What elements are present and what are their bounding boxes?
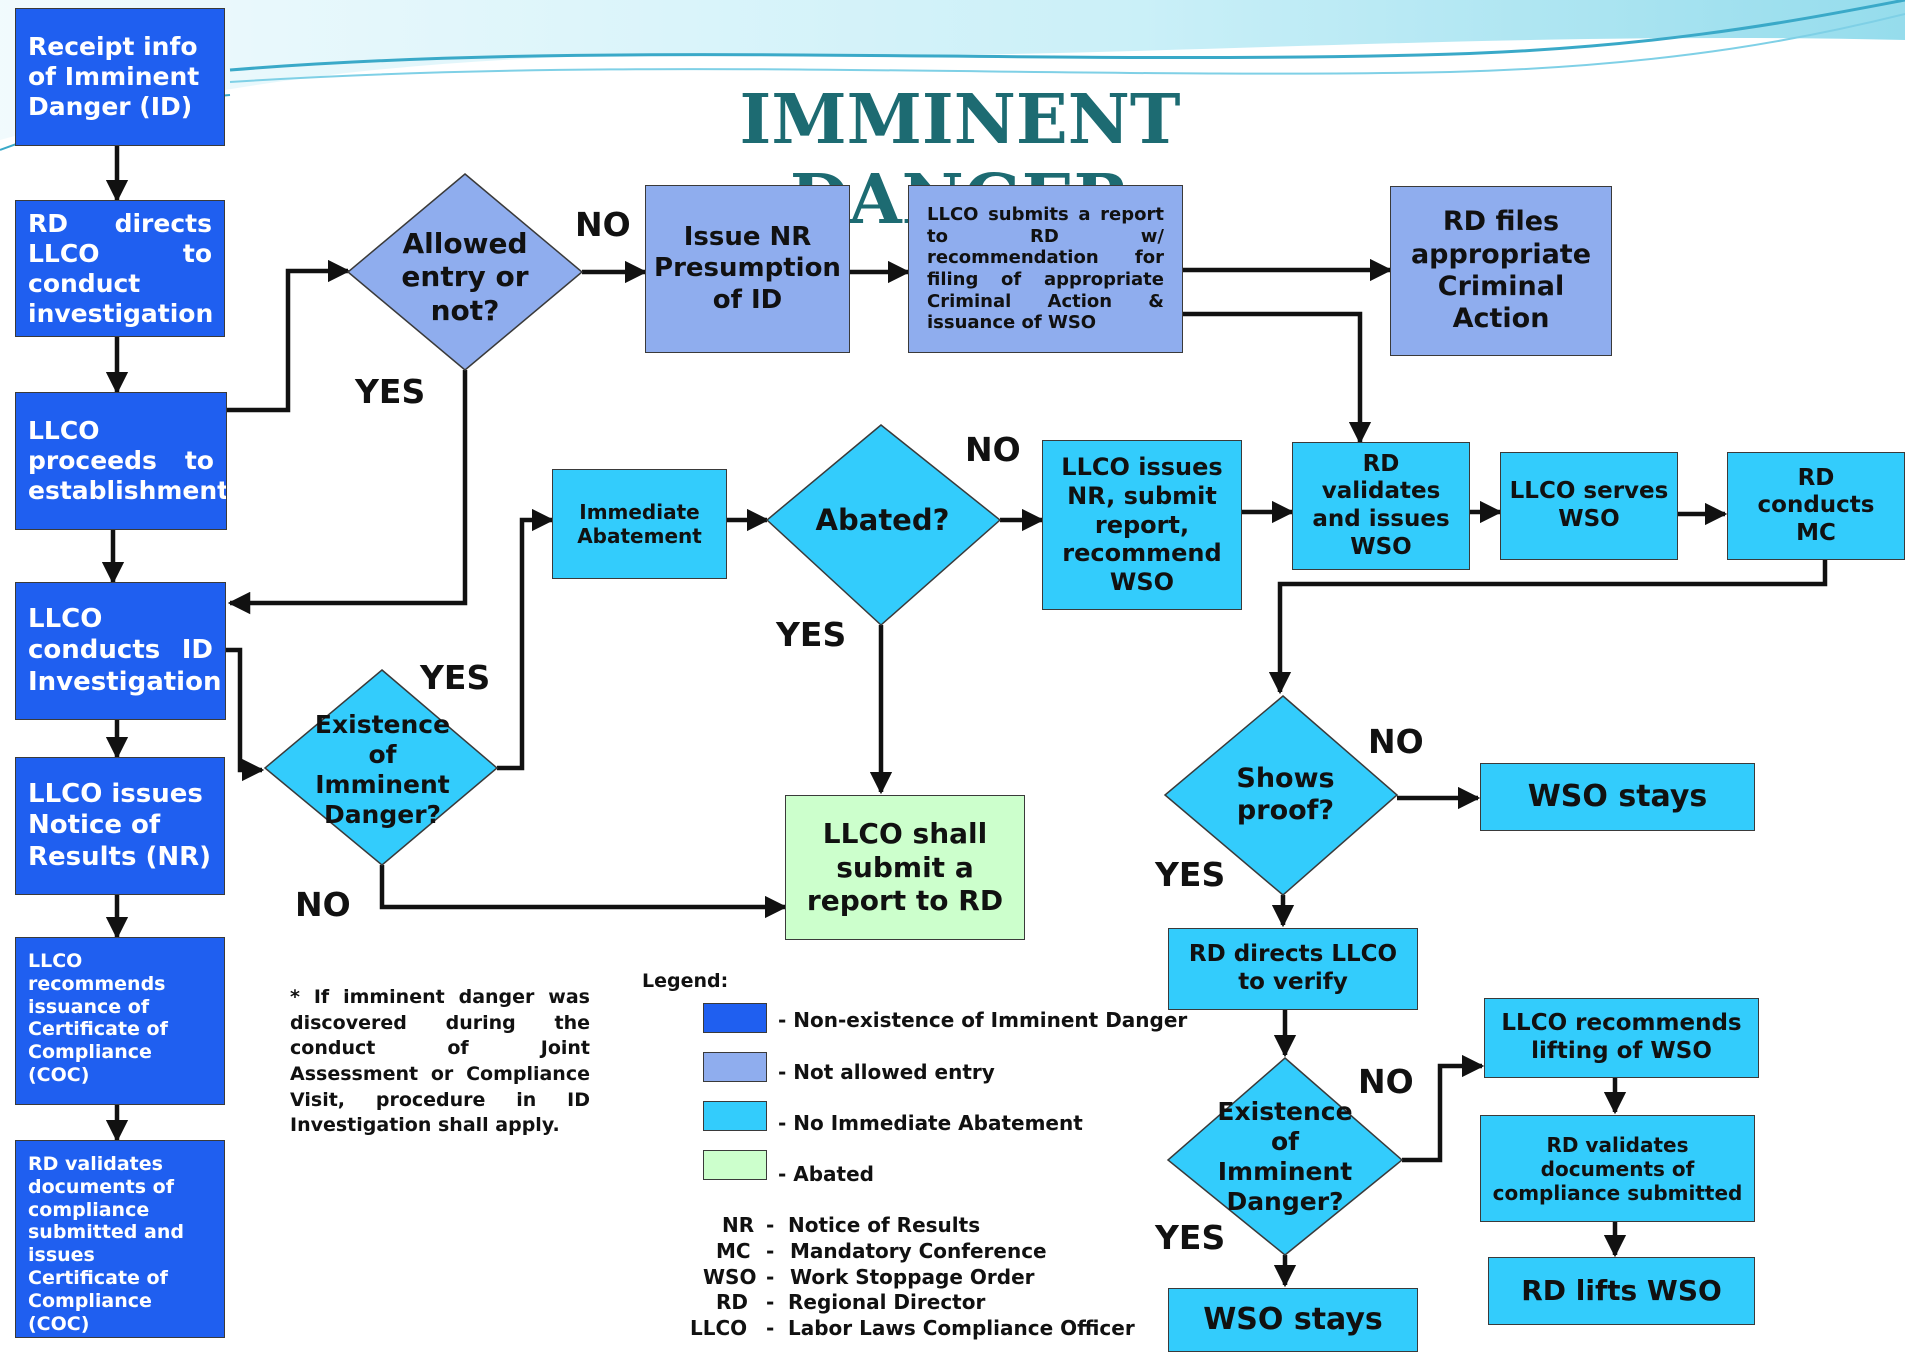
edge-proceeds-allowed <box>227 259 351 413</box>
rd-lifts-wso-text: RD lifts WSO <box>1521 1274 1722 1308</box>
legend-title: Legend: <box>642 970 729 992</box>
legend-swatch-abated <box>703 1150 767 1180</box>
decision-abated: Abated? <box>815 502 950 537</box>
decision-existence1-shape <box>263 669 499 866</box>
llco-issues-nr-text: LLCO issues Notice of Results (NR) <box>28 779 212 872</box>
abbr-code: LLCO <box>690 1316 748 1340</box>
llco-recommends-coc-box: LLCO recommends issuance of Certificate … <box>15 937 225 1105</box>
edge-existence-yes <box>497 508 555 771</box>
rd-files-box: RD files appropriate Criminal Action <box>1390 186 1612 356</box>
decision-allowed-shape <box>346 173 584 371</box>
label-allowed-no: NO <box>575 205 631 244</box>
receipt-box: Receipt info of Imminent Danger (ID) <box>15 8 225 146</box>
abbr-meaning: Mandatory Conference <box>790 1239 1047 1263</box>
abbr-dash: - <box>766 1265 775 1289</box>
llco-issues-nr-box: LLCO issues Notice of Results (NR) <box>15 757 225 895</box>
wso-stays-1-text: WSO stays <box>1527 779 1708 814</box>
abbr-meaning: Labor Laws Compliance Officer <box>788 1316 1135 1340</box>
decision-existence2-shape <box>1166 1057 1404 1256</box>
rd-directs-text: RD directs LLCO to conduct investigation <box>28 208 214 328</box>
edge-conducts-existence <box>226 647 265 782</box>
abbr-code: MC <box>716 1239 751 1263</box>
immediate-abatement-box: Immediate Abatement <box>552 469 727 579</box>
rd-directs-verify-text: RD directs LLCO to verify <box>1188 941 1398 995</box>
abbr-code: WSO <box>703 1265 757 1289</box>
edge-allowed-yes <box>227 370 468 615</box>
decision-abated-shape <box>765 424 1002 627</box>
immediate-abatement-text: Immediate Abatement <box>577 500 702 548</box>
footnote: * If imminent danger was discovered duri… <box>290 986 590 1137</box>
llco-issues-nr-submit-text: LLCO issues NR, submit report, recommend… <box>1061 453 1223 597</box>
label-proof-no: NO <box>1368 722 1424 761</box>
abbr-dash: - <box>766 1290 775 1314</box>
label-proof-yes: YES <box>1155 855 1226 894</box>
abbr-meaning: Regional Director <box>788 1290 986 1314</box>
decision-proof-shape <box>1163 695 1399 896</box>
issue-nr-presumption-text: Issue NR Presumption of ID <box>654 222 841 315</box>
rd-validates-issues-wso-text: RD validates and issues WSO <box>1312 450 1450 560</box>
legend-swatch-non-existence <box>703 1003 767 1033</box>
llco-serves-wso-box: LLCO serves WSO <box>1500 452 1678 560</box>
llco-recommends-lifting-text: LLCO recommends lifting of WSO <box>1501 1010 1742 1064</box>
wso-stays-2-box: WSO stays <box>1168 1288 1418 1352</box>
abbr-meaning: Notice of Results <box>788 1213 981 1237</box>
rd-lifts-wso-box: RD lifts WSO <box>1488 1257 1755 1325</box>
llco-shall-submit-text: LLCO shall submit a report to RD <box>806 817 1004 918</box>
decision-existence-2: Existence of Imminent Danger? <box>1217 1097 1353 1216</box>
wso-stays-2-text: WSO stays <box>1203 1302 1383 1337</box>
llco-issues-nr-submit-box: LLCO issues NR, submit report, recommend… <box>1042 440 1242 610</box>
rd-validates-coc-box: RD validates documents of compliance sub… <box>15 1140 225 1338</box>
llco-conducts-text: LLCO conducts ID Investigation <box>28 604 222 697</box>
decision-existence-1: Existence of Imminent Danger? <box>314 710 451 829</box>
label-existence2-yes: YES <box>1155 1218 1226 1257</box>
legend-swatch-no-abatement <box>703 1101 767 1131</box>
label-existence1-no: NO <box>295 885 351 924</box>
rd-conducts-mc-box: RD conducts MC <box>1727 452 1905 560</box>
llco-submits-report-text: LLCO submits a report to RD w/ recommend… <box>927 204 1164 334</box>
rd-validates-compliance-text: RD validates documents of compliance sub… <box>1492 1132 1743 1205</box>
llco-recommends-coc-text: LLCO recommends issuance of Certificate … <box>28 950 168 1086</box>
rd-conducts-mc-text: RD conducts MC <box>1757 464 1875 546</box>
abbr-dash: - <box>766 1239 775 1263</box>
rd-validates-coc-text: RD validates documents of compliance sub… <box>28 1153 184 1335</box>
llco-recommends-lifting-box: LLCO recommends lifting of WSO <box>1484 998 1759 1078</box>
issue-nr-presumption-box: Issue NR Presumption of ID <box>645 185 850 353</box>
label-allowed-yes: YES <box>355 372 426 411</box>
abbr-code: RD <box>716 1290 749 1314</box>
abbr-dash: - <box>766 1213 775 1237</box>
abbr-code: NR <box>722 1213 755 1237</box>
legend-item-no-abatement: - No Immediate Abatement <box>778 1111 1083 1135</box>
decision-allowed: Allowed entry or not? <box>401 226 529 327</box>
llco-serves-wso-text: LLCO serves WSO <box>1509 478 1669 532</box>
rd-validates-compliance-box: RD validates documents of compliance sub… <box>1480 1115 1755 1222</box>
legend-item-not-allowed: - Not allowed entry <box>778 1060 995 1084</box>
edge-mc-proof <box>1268 560 1828 695</box>
llco-submits-report-box: LLCO submits a report to RD w/ recommend… <box>908 185 1183 353</box>
abbr-dash: - <box>766 1316 775 1340</box>
llco-conducts-box: LLCO conducts ID Investigation <box>15 582 226 720</box>
llco-proceeds-box: LLCO proceeds to establishment <box>15 392 227 530</box>
legend-swatch-not-allowed <box>703 1052 767 1082</box>
llco-shall-submit-box: LLCO shall submit a report to RD <box>785 795 1025 940</box>
wso-stays-1-box: WSO stays <box>1480 763 1755 831</box>
rd-directs-box: RD directs LLCO to conduct investigation <box>15 200 225 337</box>
edge-existence2-no <box>1402 1054 1485 1163</box>
legend-item-abated: - Abated <box>778 1162 874 1186</box>
decision-shows-proof: Shows proof? <box>1236 762 1335 826</box>
receipt-text: Receipt info of Imminent Danger (ID) <box>28 32 200 121</box>
edge-existence-no <box>379 865 788 919</box>
label-existence2-no: NO <box>1358 1062 1414 1101</box>
label-existence1-yes: YES <box>420 658 491 697</box>
label-abated-no: NO <box>965 430 1021 469</box>
rd-directs-verify-box: RD directs LLCO to verify <box>1168 928 1418 1010</box>
abbr-meaning: Work Stoppage Order <box>790 1265 1035 1289</box>
rd-files-text: RD files appropriate Criminal Action <box>1410 206 1592 335</box>
rd-validates-issues-wso-box: RD validates and issues WSO <box>1292 442 1470 570</box>
llco-proceeds-text: LLCO proceeds to establishment <box>28 416 227 505</box>
legend-item-non-existence: - Non-existence of Imminent Danger <box>778 1008 1188 1032</box>
edge-llcosubmits-rdvalidates <box>1183 311 1372 445</box>
label-abated-yes: YES <box>776 615 847 654</box>
